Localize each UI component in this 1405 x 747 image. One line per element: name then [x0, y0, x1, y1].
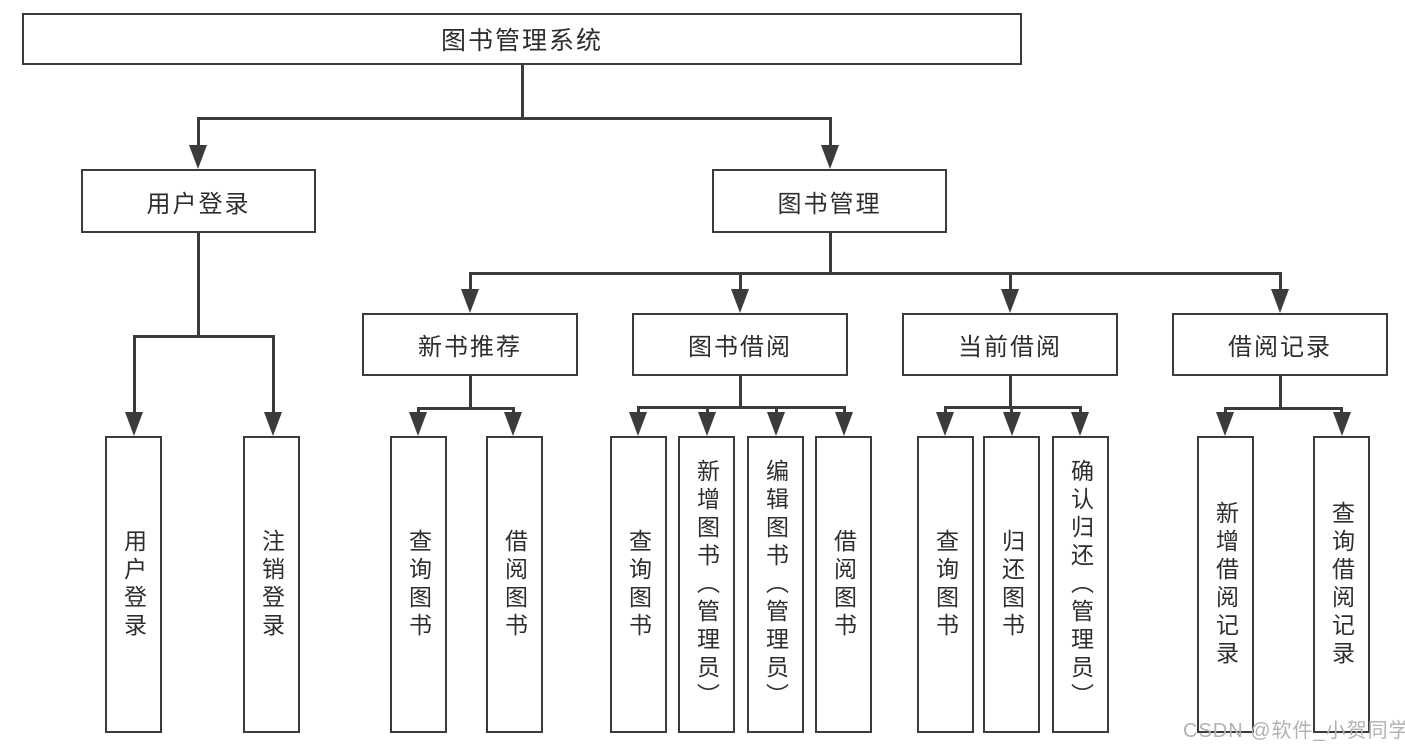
connector-records-stem — [1278, 376, 1282, 408]
connector-stub — [416, 408, 420, 414]
leaf-user-login: 用户登录 — [105, 436, 162, 733]
connector-drop-leaf-login — [132, 336, 136, 412]
arrowhead-leaf — [1332, 412, 1351, 436]
node-book-management: 图书管理 — [712, 169, 947, 233]
arrowhead-leaf — [1002, 412, 1021, 436]
connector-stub — [842, 407, 846, 414]
arrowhead-leaf — [1216, 412, 1234, 436]
connector-borrowing-bar — [636, 405, 846, 409]
connector-drop-current — [1008, 273, 1012, 291]
node-borrowing-records: 借阅记录 — [1172, 313, 1388, 376]
connector-stub — [1078, 407, 1082, 414]
arrowhead-leaf-logout — [264, 412, 282, 436]
arrowhead-leaf-login — [125, 412, 143, 436]
connector-stub — [1223, 408, 1227, 414]
leaf-confirm-return-admin: 确认归还（管理员） — [1052, 436, 1109, 733]
arrowhead-borrowing — [731, 289, 749, 313]
connector-drop-user-login — [196, 118, 200, 148]
leaf-borrow-books-recommend: 借阅图书 — [486, 436, 543, 733]
leaf-query-books-borrowing: 查询图书 — [610, 436, 667, 733]
connector-drop-leaf-logout — [271, 336, 275, 412]
connector-stub — [511, 408, 515, 414]
connector-book-management-stem — [828, 233, 832, 273]
leaf-logout: 注销登录 — [243, 436, 300, 733]
arrowhead-leaf — [409, 412, 427, 436]
connector-drop-borrowing — [738, 273, 742, 291]
arrowhead-leaf — [835, 412, 853, 436]
connector-new-book-bar — [416, 406, 515, 410]
connector-records-bar — [1223, 406, 1343, 410]
arrowhead-leaf — [629, 412, 647, 436]
connector-borrowing-stem — [738, 376, 742, 407]
connector-drop-new-book — [468, 273, 472, 291]
arrowhead-current — [1001, 289, 1019, 313]
node-current-borrowing: 当前借阅 — [902, 313, 1118, 376]
connector-stub — [943, 407, 947, 414]
leaf-query-books-recommend: 查询图书 — [390, 436, 447, 733]
arrowhead-records — [1271, 289, 1289, 313]
connector-drop-records — [1278, 273, 1282, 291]
connector-stub — [774, 407, 778, 414]
connector-stub — [636, 407, 640, 414]
node-user-login: 用户登录 — [81, 169, 316, 233]
connector-new-book-stem — [468, 376, 472, 408]
arrowhead-user-login — [189, 145, 207, 169]
arrowhead-leaf — [504, 412, 522, 436]
arrowhead-book-management — [821, 145, 839, 169]
arrowhead-leaf — [936, 412, 954, 436]
leaf-add-borrow-record: 新增借阅记录 — [1197, 436, 1254, 733]
leaf-borrow-books: 借阅图书 — [815, 436, 872, 733]
connector-stub — [1010, 407, 1013, 414]
connector-level2-bar — [196, 116, 832, 120]
connector-current-stem — [1008, 376, 1012, 407]
arrowhead-new-book — [461, 289, 479, 313]
connector-drop-book-management — [828, 118, 832, 148]
arrowhead-leaf — [698, 412, 716, 436]
csdn-watermark: CSDN @软件_小贺同学 — [1183, 720, 1405, 742]
leaf-query-books-current: 查询图书 — [917, 436, 974, 733]
arrowhead-leaf — [1071, 412, 1089, 436]
connector-user-login-bar — [132, 334, 275, 338]
leaf-edit-books-admin: 编辑图书（管理员） — [747, 436, 804, 733]
connector-stub — [1340, 408, 1343, 414]
node-new-book-recommendation: 新书推荐 — [362, 313, 578, 376]
leaf-query-borrow-record: 查询借阅记录 — [1313, 436, 1370, 733]
arrowhead-leaf — [767, 412, 785, 436]
connector-level3-bar — [468, 271, 1282, 275]
connector-root-stem — [520, 65, 524, 119]
node-book-borrowing: 图书借阅 — [632, 313, 848, 376]
node-root: 图书管理系统 — [22, 13, 1022, 65]
connector-user-login-stem — [196, 233, 200, 337]
leaf-add-books-admin: 新增图书（管理员） — [678, 436, 735, 733]
leaf-return-books: 归还图书 — [983, 436, 1040, 733]
connector-stub — [705, 407, 709, 414]
